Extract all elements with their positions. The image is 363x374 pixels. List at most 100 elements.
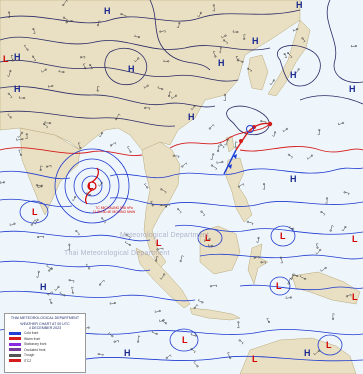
station-dot	[201, 301, 204, 304]
wind-barb	[224, 139, 229, 146]
legend-label: Cold front	[24, 331, 39, 336]
wind-barb	[280, 257, 283, 264]
storm-annotation: TC MICHAUNG 998 hPa 11.9N 80.4E MOVING N…	[92, 206, 136, 214]
station-dot	[193, 306, 196, 310]
station-dot	[260, 120, 263, 123]
wind-barb	[182, 162, 188, 167]
pressure-low-borneo: L	[205, 233, 211, 243]
pressure-low-bay-of-bengal: L	[88, 181, 94, 191]
wind-barb	[221, 35, 226, 39]
wind-barb	[163, 59, 169, 63]
station-dot	[223, 93, 227, 96]
wind-barb	[134, 34, 140, 38]
wind-barb	[0, 181, 5, 184]
wind-barb	[197, 12, 202, 18]
wind-barb	[154, 310, 160, 313]
station-dot	[246, 67, 250, 70]
wind-barb	[212, 51, 216, 57]
legend-row: Cold front	[9, 330, 85, 336]
station-dot	[237, 185, 241, 188]
watermark-line-2: Thai Meteorological Department	[64, 250, 170, 257]
wind-barb	[288, 225, 294, 230]
station-dot	[236, 59, 239, 62]
station-dot	[342, 121, 345, 124]
pressure-high-north-west: H	[14, 52, 21, 62]
station-dot	[196, 365, 199, 368]
station-dot	[160, 204, 163, 207]
wind-barb	[285, 296, 291, 299]
station-dot	[200, 210, 203, 213]
pressure-low-philippine-sea: L	[280, 231, 286, 241]
wind-barb	[294, 69, 299, 74]
station-dot	[181, 165, 184, 168]
station-dot	[137, 36, 141, 39]
station-dot	[241, 60, 244, 63]
wind-barb	[165, 203, 171, 207]
station-dot	[73, 196, 77, 199]
station-dot	[286, 52, 290, 55]
wind-barb	[288, 154, 294, 159]
wind-barb	[35, 271, 40, 278]
legend-label: Trough	[24, 353, 35, 358]
wind-barb	[114, 340, 119, 343]
wind-barb	[272, 132, 276, 137]
wind-barb	[49, 298, 52, 304]
pressure-low-pacific-far-east: L	[352, 292, 358, 302]
station-dot	[234, 146, 237, 149]
wind-barb	[18, 149, 22, 156]
station-dot	[100, 132, 104, 135]
station-dot	[113, 340, 116, 343]
wind-barb	[218, 47, 222, 53]
wind-barb	[9, 223, 15, 226]
wind-barb	[341, 226, 346, 232]
legend-swatch	[9, 353, 21, 357]
landmass-java	[189, 307, 241, 321]
station-dot	[219, 46, 222, 49]
wind-barb	[190, 105, 195, 111]
station-dot	[162, 319, 165, 322]
wind-barb	[41, 69, 46, 73]
wind-barb	[209, 124, 215, 129]
cold-front-marker	[228, 164, 232, 169]
wind-barb	[33, 28, 36, 34]
station-dot	[87, 326, 90, 329]
wind-barb	[46, 165, 52, 168]
warm-front-marker	[239, 139, 243, 143]
station-dot	[62, 71, 65, 74]
station-dot	[155, 259, 158, 262]
landmass-korea	[247, 54, 269, 91]
station-dot	[194, 334, 197, 337]
station-dot	[304, 277, 307, 280]
wind-barb	[40, 165, 43, 171]
station-dot	[164, 322, 168, 325]
station-dot	[37, 270, 40, 273]
legend-swatch	[9, 331, 21, 335]
station-dot	[262, 183, 266, 186]
pressure-high-china-south: H	[188, 112, 195, 122]
station-dot	[208, 237, 211, 240]
wind-barb	[157, 247, 164, 251]
landmass-japan	[267, 19, 311, 97]
isobars	[0, 0, 363, 362]
station-dot	[165, 356, 168, 359]
legend-swatch	[9, 359, 21, 363]
station-dot	[158, 309, 161, 312]
pressure-low-arafura: L	[326, 340, 332, 350]
wind-barb	[82, 63, 86, 69]
station-dot	[199, 11, 202, 14]
station-dot	[42, 123, 46, 126]
station-dot	[318, 129, 321, 132]
chart-legend: THAI METEOROLOGICAL DEPARTMENT WEATHER C…	[4, 313, 86, 373]
station-dot	[68, 243, 71, 246]
station-dot	[68, 279, 71, 282]
station-dot	[51, 84, 54, 87]
station-dot	[7, 11, 11, 14]
legend-row: Warm front	[9, 336, 85, 342]
landmass-taiwan	[225, 135, 235, 153]
pressure-high-south-pacific: H	[304, 348, 311, 358]
wind-barb	[17, 132, 23, 139]
legend-label: Stationary front	[24, 342, 47, 347]
legend-title-2: WEATHER CHART AT 00 UTC	[20, 322, 70, 327]
wind-barb	[254, 256, 260, 259]
